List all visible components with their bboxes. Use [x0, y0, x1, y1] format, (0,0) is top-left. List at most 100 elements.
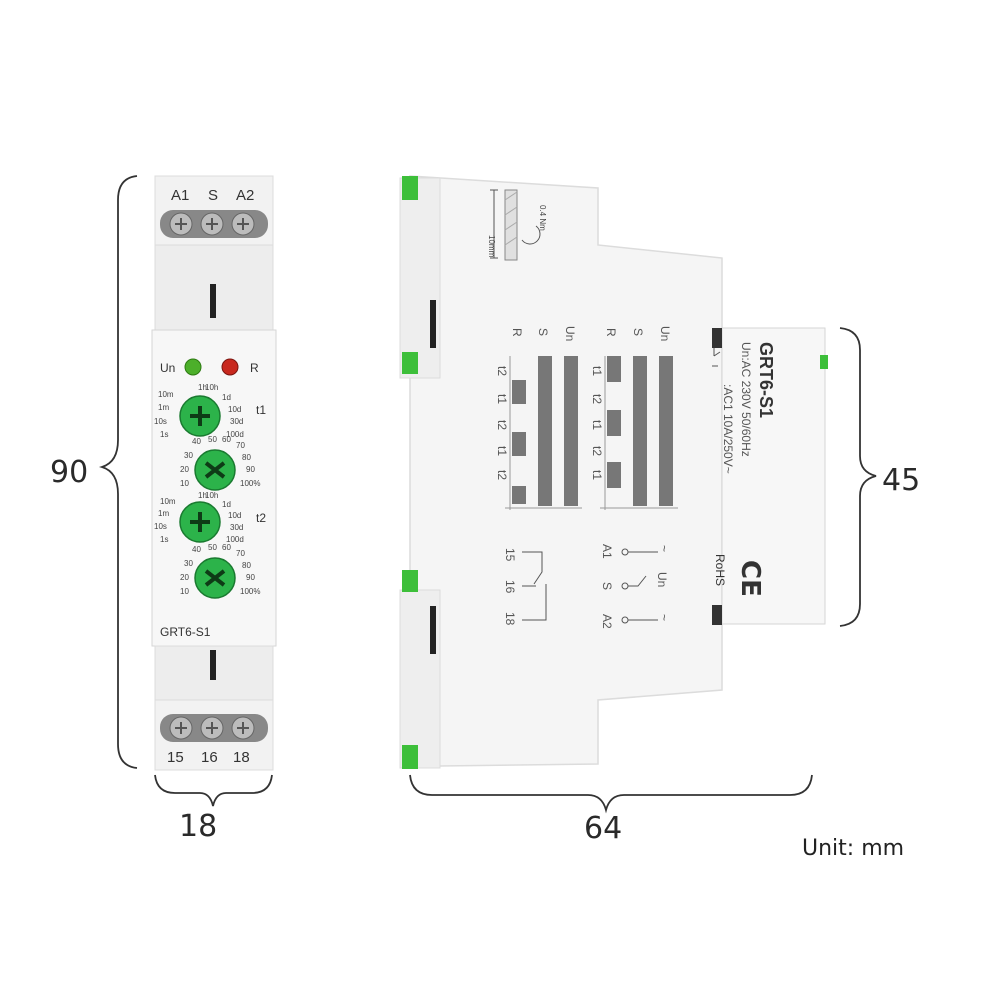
supply-a2: A2: [600, 614, 614, 629]
side-front-face: [721, 327, 826, 625]
bottom-screw-row: [160, 714, 268, 742]
top-screw-row: [160, 210, 268, 238]
contact-15: 15: [503, 548, 517, 562]
dial3-1s: 1s: [160, 535, 168, 544]
supply-a1: A1: [600, 544, 614, 559]
timing-row: t2: [495, 470, 509, 480]
time-range-knob-2[interactable]: [179, 501, 221, 543]
dial3-10s: 10s: [154, 522, 167, 531]
dial3-10m: 10m: [160, 497, 176, 506]
timing-row: t1: [495, 446, 509, 456]
dial1-1m: 1m: [158, 403, 169, 412]
dial3-1m: 1m: [158, 509, 169, 518]
dial1-1h: 1h: [198, 383, 207, 392]
dial2-50: 50: [208, 435, 217, 444]
din-clip-icon: [402, 352, 418, 374]
timing-diagram: R S Un R S Un t2 t1 t2 t1 t2: [495, 326, 678, 510]
dial3-10h: 10h: [205, 491, 218, 500]
depth-dimension: 64: [584, 811, 622, 846]
dial2-100: 100%: [240, 479, 260, 488]
dial3-100d: 100d: [226, 535, 244, 544]
dial2-60: 60: [222, 435, 231, 444]
dial3-10d: 10d: [228, 511, 241, 520]
contact-18: 18: [503, 612, 517, 626]
led-red-icon: [221, 358, 239, 376]
strip-length-label: 10mm: [487, 235, 496, 258]
t2-label: t2: [256, 511, 266, 525]
timing-row: t1: [495, 394, 509, 404]
front-height-bracket: [839, 327, 877, 627]
dial4-20: 20: [180, 573, 189, 582]
timing-row: t1: [590, 420, 604, 430]
timing-header-un2: Un: [658, 326, 672, 341]
width-bracket: [154, 774, 273, 807]
dial1-30d: 30d: [230, 417, 243, 426]
dial3-30d: 30d: [230, 523, 243, 532]
din-clip-icon: [402, 570, 418, 592]
dial3-1d: 1d: [222, 500, 231, 509]
dial2-80: 80: [242, 453, 251, 462]
width-dimension: 18: [179, 809, 217, 844]
led-green-icon: [184, 358, 202, 376]
timing-header-s2: S: [631, 328, 645, 336]
wire-strip-icon: [490, 189, 541, 261]
height-bracket: [98, 175, 138, 769]
timing-row: t2: [590, 394, 604, 404]
dial2-20: 20: [180, 465, 189, 474]
terminal-a1-label: A1: [171, 187, 189, 204]
side-view: 10mm 0.4 Nm R S Un R S Un t2 t1 t2 t1 t2: [399, 175, 828, 769]
led-r-label: R: [250, 361, 259, 375]
side-model-label: GRT6-S1: [756, 342, 776, 418]
dial4-80: 80: [242, 561, 251, 570]
din-clip-icon: [402, 745, 418, 769]
dial1-10m: 10m: [158, 390, 174, 399]
dial1-1d: 1d: [222, 393, 231, 402]
dial4-30: 30: [184, 559, 193, 568]
dial1-10h: 10h: [205, 383, 218, 392]
dial2-70: 70: [236, 441, 245, 450]
timing-header-un: Un: [563, 326, 577, 341]
tilde-top: ~: [657, 545, 671, 552]
timing-header-s: S: [536, 328, 550, 336]
front-lower-slot: [210, 650, 216, 680]
dial4-70: 70: [236, 549, 245, 558]
time-range-knob-1[interactable]: [179, 395, 221, 437]
led-un-label: Un: [160, 361, 175, 375]
dial4-50: 50: [208, 543, 217, 552]
dial4-60: 60: [222, 543, 231, 552]
dial1-10s: 10s: [154, 417, 167, 426]
timing-row: t1: [590, 366, 604, 376]
percent-knob-1[interactable]: [194, 449, 236, 491]
front-height-dimension: 45: [882, 463, 920, 498]
terminal-15-label: 15: [167, 749, 184, 766]
timing-row: t1: [590, 470, 604, 480]
timing-header-r2: R: [604, 328, 618, 337]
unit-label: Unit: mm: [802, 836, 905, 861]
rating-supply: Un:AC 230V 50/60Hz: [739, 342, 753, 457]
timing-row: t2: [495, 420, 509, 430]
percent-knob-2[interactable]: [194, 557, 236, 599]
dial2-10: 10: [180, 479, 189, 488]
dial4-90: 90: [246, 573, 255, 582]
ce-mark-icon: CE: [735, 560, 765, 597]
wiring-schematic: 15 16 18 A1 S A2 Un ~ ~: [503, 544, 671, 629]
contact-symbol-icon: [712, 348, 721, 367]
timing-row: t2: [590, 446, 604, 456]
dial4-100: 100%: [240, 587, 260, 596]
terminal-s-label: S: [208, 187, 218, 204]
height-dimension: 90: [50, 455, 88, 490]
front-model-label: GRT6-S1: [160, 625, 211, 639]
din-clip-icon: [402, 176, 418, 200]
torque-label: 0.4 Nm: [538, 205, 547, 231]
supply-s: S: [600, 582, 614, 590]
dial4-10: 10: [180, 587, 189, 596]
dial3-1h: 1h: [198, 491, 207, 500]
timing-header-r: R: [510, 328, 524, 337]
rating-contact: :AC1 10A/250V~: [721, 384, 735, 474]
terminal-a2-label: A2: [236, 187, 254, 204]
timing-row: t2: [495, 366, 509, 376]
dial2-30: 30: [184, 451, 193, 460]
dial1-1s: 1s: [160, 430, 168, 439]
depth-bracket: [409, 774, 813, 814]
